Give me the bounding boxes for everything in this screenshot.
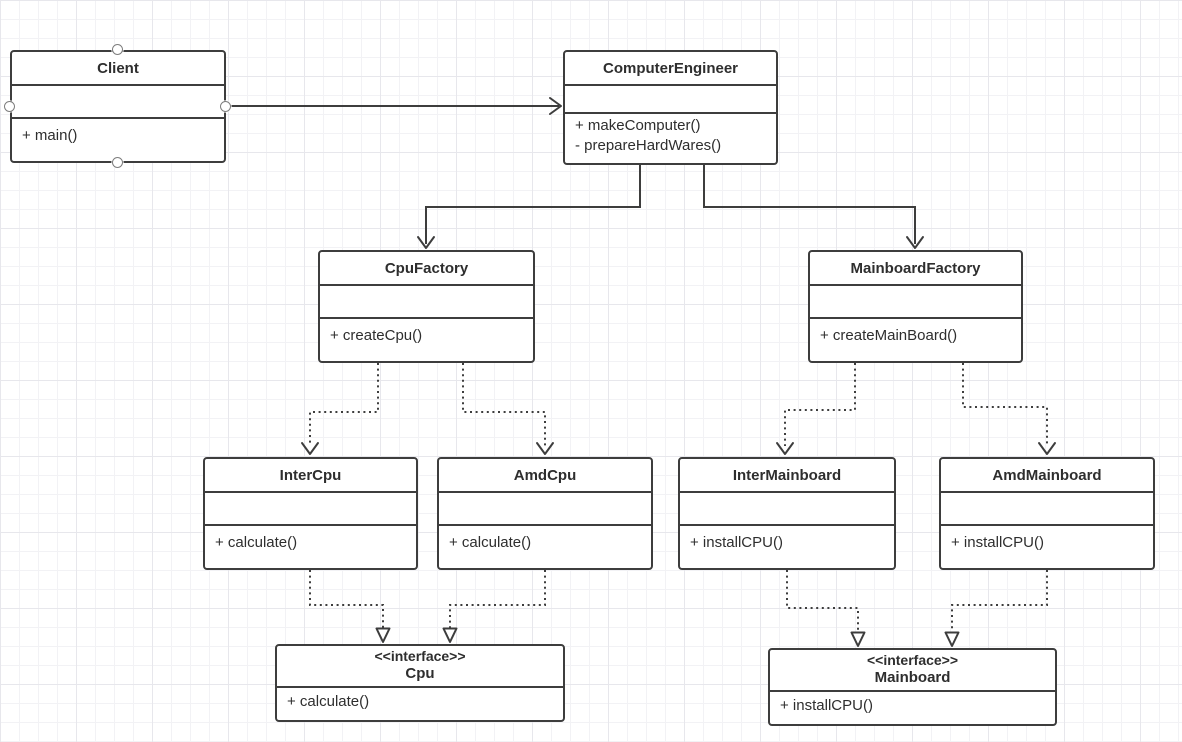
attributes-compartment	[565, 86, 776, 114]
methods-compartment: + calculate()	[439, 526, 651, 568]
class-box-mainboardfactory[interactable]: MainboardFactory + createMainBoard()	[808, 250, 1023, 363]
method-label: + installCPU()	[780, 697, 873, 714]
methods-compartment: + calculate()	[205, 526, 416, 568]
class-name: ComputerEngineer	[565, 52, 776, 86]
attributes-compartment	[941, 493, 1153, 526]
edge-amdmainboard-mainboard-interface[interactable]	[944, 570, 1048, 647]
attributes-compartment	[12, 86, 224, 119]
class-name: InterMainboard	[680, 459, 894, 493]
method-label: + createMainBoard()	[820, 327, 958, 344]
method-label: + calculate()	[215, 534, 298, 551]
method-label: - prepareHardWares()	[575, 137, 722, 154]
class-box-intercpu[interactable]: InterCpu + calculate()	[203, 457, 418, 570]
methods-compartment: + installCPU()	[680, 526, 894, 568]
class-box-amdmainboard[interactable]: AmdMainboard + installCPU()	[939, 457, 1155, 570]
methods-compartment: + installCPU()	[941, 526, 1153, 568]
class-box-amdcpu[interactable]: AmdCpu + calculate()	[437, 457, 653, 570]
selection-handle-left[interactable]	[4, 101, 15, 112]
attributes-compartment	[680, 493, 894, 526]
edge-computerengineer-mainboardfactory[interactable]	[703, 163, 924, 249]
methods-compartment: + createMainBoard()	[810, 319, 1021, 361]
methods-compartment: + makeComputer() - prepareHardWares()	[565, 114, 776, 163]
interface-box-mainboard[interactable]: <<interface>> Mainboard + installCPU()	[768, 648, 1057, 726]
edge-cpufactory-intercpu[interactable]	[301, 363, 379, 455]
method-label: + calculate()	[287, 693, 370, 710]
edge-cpufactory-amdcpu[interactable]	[462, 363, 554, 455]
edge-client-computerengineer[interactable]	[226, 97, 562, 115]
method-label: + makeComputer()	[575, 117, 701, 134]
class-name: AmdMainboard	[941, 459, 1153, 493]
class-name: InterCpu	[205, 459, 416, 493]
method-label: + main()	[22, 127, 78, 144]
method-label: + installCPU()	[951, 534, 1044, 551]
attributes-compartment	[320, 286, 533, 319]
selection-handle-bottom[interactable]	[112, 157, 123, 168]
edge-intercpu-cpu-interface[interactable]	[309, 570, 391, 643]
edge-mainboardfactory-amdmainboard[interactable]	[962, 363, 1056, 455]
selection-handle-top[interactable]	[112, 44, 123, 55]
edge-intermainboard-mainboard-interface[interactable]	[786, 570, 866, 647]
method-label: + installCPU()	[690, 534, 783, 551]
methods-compartment: + installCPU()	[770, 692, 1055, 724]
method-label: + calculate()	[449, 534, 532, 551]
methods-compartment: + createCpu()	[320, 319, 533, 361]
edge-mainboardfactory-intermainboard[interactable]	[776, 363, 856, 455]
stereotype-label: <<interface>>	[374, 648, 466, 664]
class-name: Client	[12, 52, 224, 86]
attributes-compartment	[439, 493, 651, 526]
methods-compartment: + calculate()	[277, 688, 563, 720]
interface-name: Mainboard	[874, 669, 951, 686]
interface-header: <<interface>> Mainboard	[770, 650, 1055, 692]
interface-header: <<interface>> Cpu	[277, 646, 563, 688]
class-box-cpufactory[interactable]: CpuFactory + createCpu()	[318, 250, 535, 363]
class-box-computerengineer[interactable]: ComputerEngineer + makeComputer() - prep…	[563, 50, 778, 165]
interface-name: Cpu	[405, 665, 435, 682]
methods-compartment: + main()	[12, 119, 224, 161]
class-name: CpuFactory	[320, 252, 533, 286]
attributes-compartment	[205, 493, 416, 526]
interface-box-cpu[interactable]: <<interface>> Cpu + calculate()	[275, 644, 565, 722]
class-box-client[interactable]: Client + main()	[10, 50, 226, 163]
edge-computerengineer-cpufactory[interactable]	[417, 163, 641, 249]
selection-handle-right[interactable]	[220, 101, 231, 112]
edge-amdcpu-cpu-interface[interactable]	[442, 570, 546, 643]
class-name: MainboardFactory	[810, 252, 1021, 286]
stereotype-label: <<interface>>	[866, 652, 959, 668]
attributes-compartment	[810, 286, 1021, 319]
class-name: AmdCpu	[439, 459, 651, 493]
method-label: + createCpu()	[330, 327, 423, 344]
class-box-intermainboard[interactable]: InterMainboard + installCPU()	[678, 457, 896, 570]
